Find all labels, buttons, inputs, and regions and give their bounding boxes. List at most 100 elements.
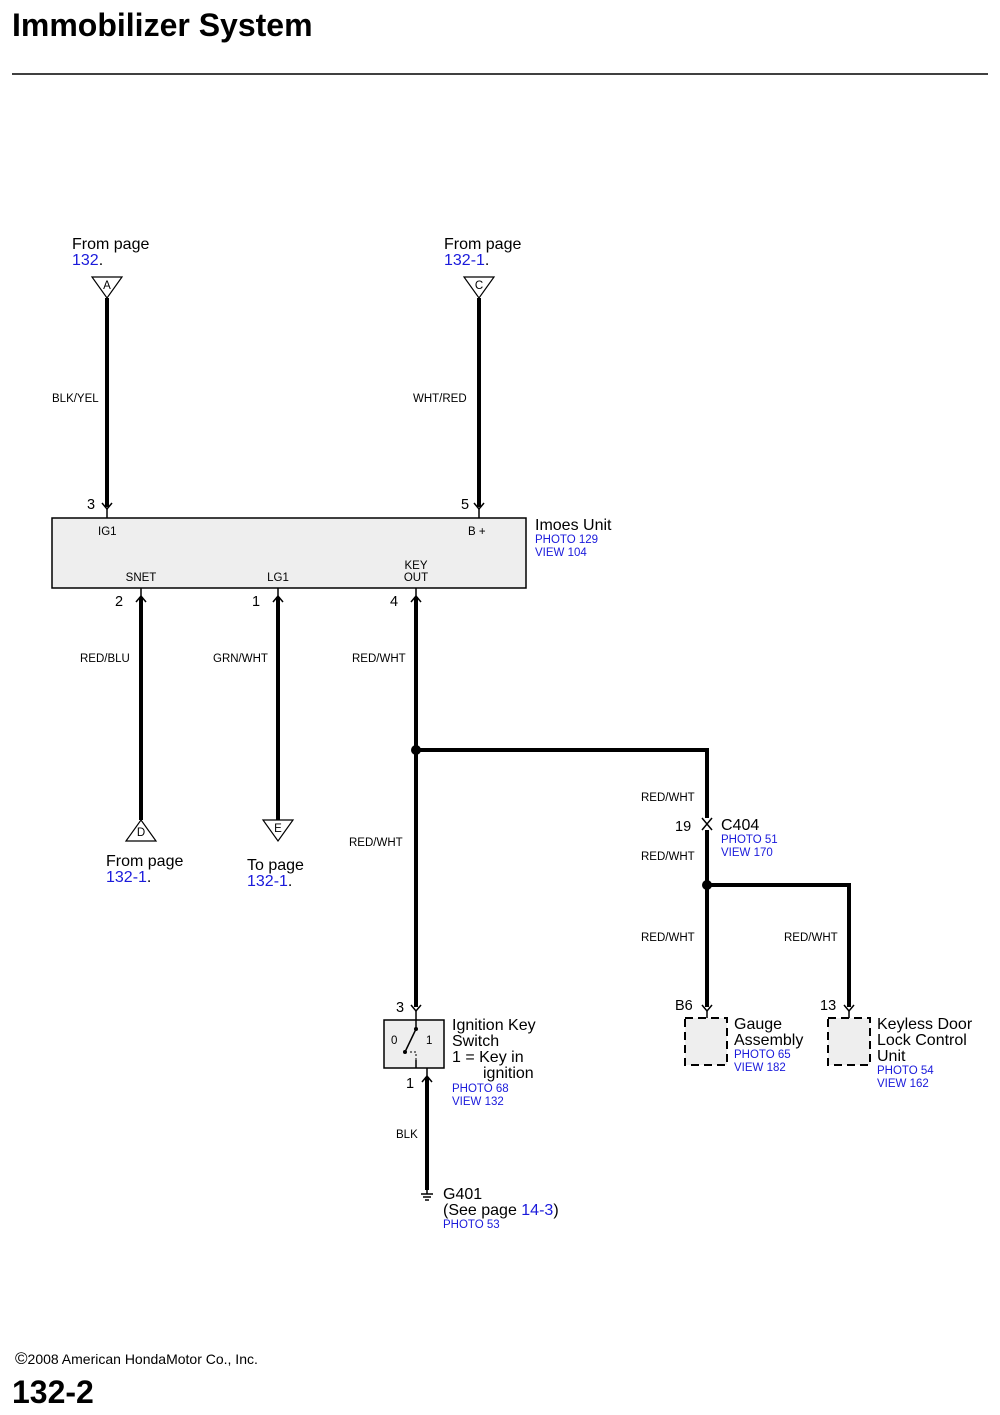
switch-pin1-terminal-icon: [421, 1074, 433, 1083]
keyless-photo-link[interactable]: PHOTO 54: [877, 1065, 934, 1077]
ground-symbol-icon: [421, 1190, 433, 1201]
connector-d-text: From page: [106, 853, 183, 870]
c404-view-link[interactable]: VIEW 170: [721, 847, 773, 859]
connector-a-text: From page: [72, 236, 149, 253]
keyless-pin-number: 13: [820, 998, 836, 1014]
wire-red-blu-label: RED/BLU: [80, 653, 130, 665]
wire-blk-ground-label: BLK: [396, 1129, 418, 1141]
keyless-name-line1: Keyless Door: [877, 1016, 973, 1033]
connector-d-punct: .: [147, 869, 151, 886]
imoes-unit-photo-link[interactable]: PHOTO 129: [535, 534, 598, 546]
wire-red-wht-switch-label: RED/WHT: [349, 837, 403, 849]
switch-name-line1: Ignition Key: [452, 1017, 536, 1034]
connector-d-triangle-icon: [124, 818, 158, 842]
connector-e-page-link[interactable]: 132-1: [247, 873, 288, 890]
copyright-line: ©2008 American HondaMotor Co., Inc.: [15, 1349, 258, 1368]
ground-name: G401: [443, 1186, 482, 1203]
imoes-pin4-number: 4: [390, 594, 398, 610]
ground-see-page-link[interactable]: 14-3: [521, 1202, 553, 1219]
connector-d: D From page 132-1.: [106, 818, 183, 886]
wire-blk-yel-label: BLK/YEL: [52, 393, 99, 405]
gauge-name-line1: Gauge: [734, 1016, 782, 1033]
switch-dashed-path-icon: [410, 1051, 417, 1060]
switch-view-link[interactable]: VIEW 132: [452, 1096, 504, 1108]
copyright-symbol: ©: [15, 1349, 28, 1368]
imoes-unit-view-link[interactable]: VIEW 104: [535, 547, 587, 559]
wire-grn-wht-label: GRN/WHT: [213, 653, 268, 665]
connector-d-page-line: 132-1.: [106, 869, 151, 886]
c404-pin-number: 19: [675, 819, 691, 835]
switch-photo-link[interactable]: PHOTO 68: [452, 1083, 509, 1095]
connector-e-page-line: 132-1.: [247, 873, 292, 890]
gauge-view-link[interactable]: VIEW 182: [734, 1062, 786, 1074]
imoes-pin4-terminal-icon: [410, 594, 422, 603]
imoes-unit-name: Imoes Unit: [535, 517, 612, 534]
imoes-pin3-number: 3: [87, 497, 95, 513]
imoes-terminal-ig1: IG1: [98, 526, 117, 538]
connector-a: From page 132. A: [72, 236, 149, 300]
connector-c-punct: .: [485, 252, 489, 269]
c404-photo-link[interactable]: PHOTO 51: [721, 834, 778, 846]
copyright-text: 2008 American HondaMotor Co., Inc.: [28, 1351, 258, 1367]
switch-pin3-number: 3: [396, 1000, 404, 1016]
imoes-unit-box[interactable]: [51, 517, 527, 589]
wire-wht-red-label: WHT/RED: [413, 393, 467, 405]
ignition-key-switch[interactable]: 0 1: [383, 1019, 445, 1069]
ground-see-page-line: (See page 14-3): [443, 1202, 559, 1219]
wire-red-wht-to-keyless-label: RED/WHT: [784, 932, 838, 944]
wire-red-wht-to-keyless: [707, 883, 851, 1007]
wire-red-wht-to-c404: [416, 748, 709, 818]
wire-red-wht-from-c404-label: RED/WHT: [641, 851, 695, 863]
connector-e-letter: E: [274, 823, 282, 835]
keyless-name-line2: Lock Control: [877, 1032, 967, 1049]
connector-e-triangle-icon: [261, 819, 295, 843]
imoes-terminal-snet: SNET: [126, 572, 157, 584]
gauge-photo-link[interactable]: PHOTO 65: [734, 1049, 791, 1061]
ground-see-prefix: (See page: [443, 1202, 521, 1219]
connector-c: From page 132-1. C: [444, 236, 521, 300]
c404-name: C404: [721, 817, 759, 834]
imoes-terminal-out: OUT: [404, 572, 428, 584]
imoes-unit[interactable]: IG1 B + SNET LG1 KEY OUT: [51, 517, 527, 589]
ground-photo-link[interactable]: PHOTO 53: [443, 1219, 500, 1231]
switch-note-line2: ignition: [483, 1065, 534, 1082]
imoes-terminal-lg1: LG1: [267, 572, 289, 584]
connector-c-letter: C: [475, 280, 483, 292]
wire-red-wht-keyout-label: RED/WHT: [352, 653, 406, 665]
c404-terminal-lower-icon: [701, 822, 713, 831]
connector-c-page-line: 132-1.: [444, 252, 489, 269]
imoes-pin2-terminal-icon: [135, 594, 147, 603]
ignition-key-switch-box[interactable]: [383, 1019, 445, 1069]
imoes-terminal-key: KEY: [404, 560, 427, 572]
gauge-assembly-box[interactable]: [684, 1017, 728, 1066]
imoes-pin2-number: 2: [115, 594, 123, 610]
wire-red-wht-to-c404-label: RED/WHT: [641, 792, 695, 804]
c404-connector[interactable]: [701, 817, 713, 831]
connector-a-page-link[interactable]: 132: [72, 252, 99, 269]
wire-red-wht-to-gauge-label: RED/WHT: [641, 932, 695, 944]
switch-position-0: 0: [391, 1035, 397, 1047]
connector-e: E To page 132-1.: [247, 819, 304, 890]
imoes-terminal-b: B +: [468, 526, 486, 538]
imoes-pin1-number: 1: [252, 594, 260, 610]
connector-c-triangle-icon: [462, 276, 496, 300]
imoes-pin1-terminal-icon: [272, 594, 284, 603]
connector-e-punct: .: [288, 873, 292, 890]
imoes-pin5-number: 5: [461, 497, 469, 513]
connector-c-page-link[interactable]: 132-1: [444, 252, 485, 269]
connector-d-letter: D: [137, 827, 145, 839]
gauge-pin-number: B6: [675, 998, 693, 1014]
keyless-unit-box[interactable]: [827, 1017, 871, 1066]
switch-position-1: 1: [426, 1035, 432, 1047]
switch-name-line2: Switch: [452, 1033, 499, 1050]
keyless-view-link[interactable]: VIEW 162: [877, 1078, 929, 1090]
connector-a-letter: A: [103, 280, 111, 292]
gauge-name-line2: Assembly: [734, 1032, 803, 1049]
keyless-name-line3: Unit: [877, 1048, 906, 1065]
switch-pin1-number: 1: [406, 1076, 414, 1092]
switch-note-line1: 1 = Key in: [452, 1049, 524, 1066]
page-number: 132-2: [12, 1374, 94, 1410]
connector-a-triangle-icon: [90, 276, 124, 300]
connector-d-page-link[interactable]: 132-1: [106, 869, 147, 886]
